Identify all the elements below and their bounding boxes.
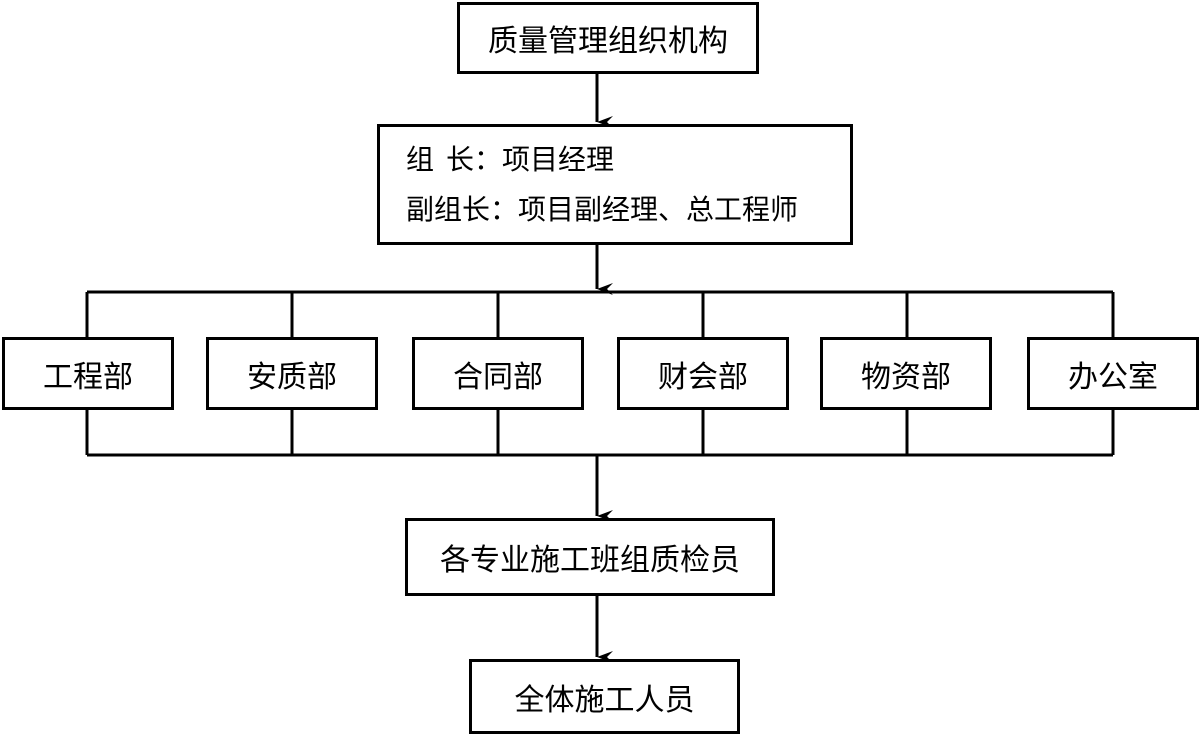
- leader-role-char-1: 组: [406, 142, 435, 176]
- all-staff-box: 全体施工人员: [469, 659, 740, 734]
- deputy-separator: ：: [490, 192, 519, 226]
- inspectors-text: 各专业施工班组质检员: [440, 543, 740, 578]
- leader-role: 组 长: [406, 135, 474, 185]
- department-label: 合同部: [453, 359, 543, 395]
- org-title-text: 质量管理组织机构: [488, 24, 728, 59]
- deputy-role: 副组长: [406, 192, 491, 226]
- department-label: 办公室: [1068, 359, 1158, 395]
- department-box-office: 办公室: [1027, 337, 1199, 410]
- department-box-finance: 财会部: [617, 337, 789, 410]
- leadership-box: 组 长 ： 项目经理 副组长 ： 项目副经理、总工程师: [377, 124, 853, 245]
- org-title-box: 质量管理组织机构: [457, 2, 759, 74]
- department-label: 财会部: [658, 359, 748, 395]
- department-box-contract: 合同部: [412, 337, 584, 410]
- leader-line: 组 长 ： 项目经理: [406, 135, 614, 185]
- department-label: 物资部: [861, 359, 951, 395]
- department-label: 安质部: [247, 359, 337, 395]
- deputy-value: 项目副经理、总工程师: [518, 192, 799, 226]
- department-box-safety-quality: 安质部: [206, 337, 378, 410]
- leader-separator: ：: [474, 142, 503, 176]
- deputy-line: 副组长 ： 项目副经理、总工程师: [406, 185, 798, 235]
- department-label: 工程部: [43, 359, 133, 395]
- leader-role-char-2: 长: [445, 142, 474, 176]
- leader-value: 项目经理: [502, 142, 615, 176]
- department-box-materials: 物资部: [820, 337, 992, 410]
- department-box-engineering: 工程部: [2, 337, 174, 410]
- inspectors-box: 各专业施工班组质检员: [405, 518, 775, 596]
- all-staff-text: 全体施工人员: [514, 682, 695, 718]
